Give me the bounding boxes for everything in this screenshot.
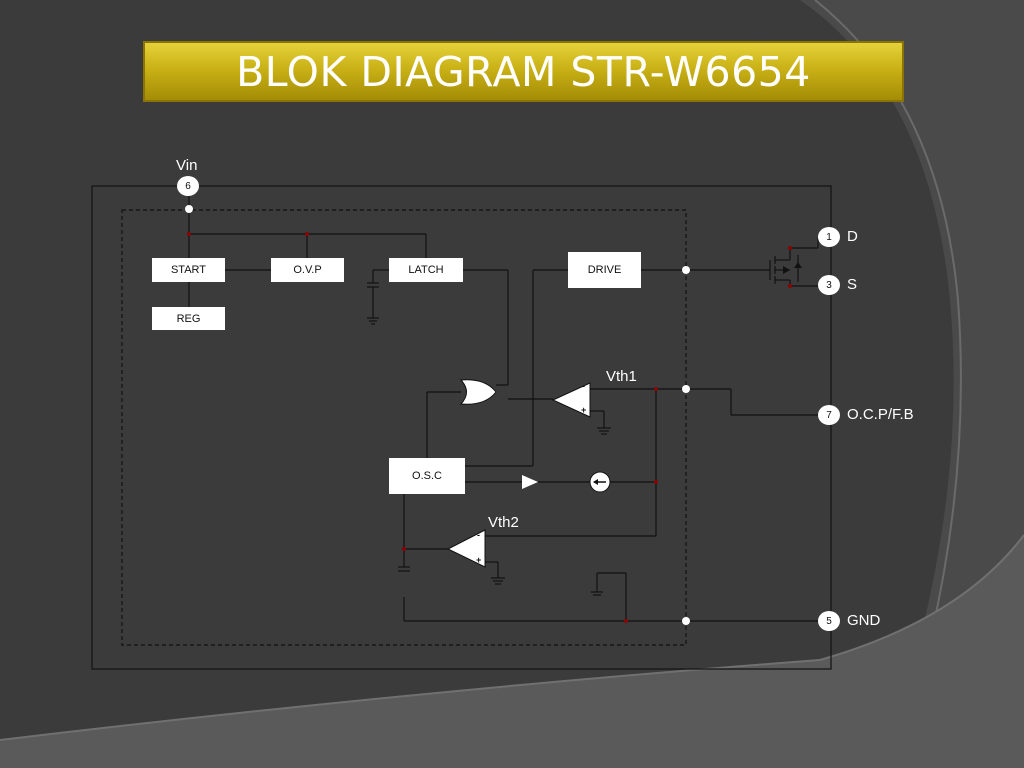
inner-boundary	[121, 209, 687, 646]
junction-dot	[682, 266, 690, 274]
source-label: S	[847, 276, 858, 293]
outer-boundary	[91, 185, 832, 670]
gnd-label: GND	[847, 612, 881, 629]
drain-label: D	[847, 228, 858, 245]
pin-source: 3	[818, 275, 840, 295]
latch-block: LATCH	[389, 258, 463, 282]
pin-ocp: 7	[818, 405, 840, 425]
pin-drain: 1	[818, 227, 840, 247]
title-bar: BLOK DIAGRAM STR-W6654	[143, 41, 904, 102]
ocp-label: O.C.P/F.B	[847, 406, 914, 423]
pin-vin: 6	[177, 176, 199, 196]
junction-dot	[682, 617, 690, 625]
vth1-label: Vth1	[606, 368, 637, 385]
slide-title: BLOK DIAGRAM STR-W6654	[236, 47, 811, 96]
drive-block: DRIVE	[568, 252, 641, 288]
comparator-vth1	[551, 382, 591, 418]
junction-dot	[185, 205, 193, 213]
start-block: START	[152, 258, 225, 282]
buffer-triangle	[522, 475, 538, 489]
vth2-minus-sign: -	[477, 530, 480, 540]
comparator-vth2	[446, 529, 486, 568]
vth1-minus-sign: -	[582, 381, 585, 391]
pin-gnd: 5	[818, 611, 840, 631]
osc-block: O.S.C	[389, 458, 465, 494]
vth2-label: Vth2	[488, 514, 519, 531]
junction-dot	[682, 385, 690, 393]
vth1-plus-sign: +	[581, 405, 587, 415]
or-gate	[459, 379, 497, 405]
reg-block: REG	[152, 307, 225, 330]
ovp-block: O.V.P	[271, 258, 344, 282]
vin-label: Vin	[176, 157, 198, 174]
vth2-plus-sign: +	[476, 555, 482, 565]
